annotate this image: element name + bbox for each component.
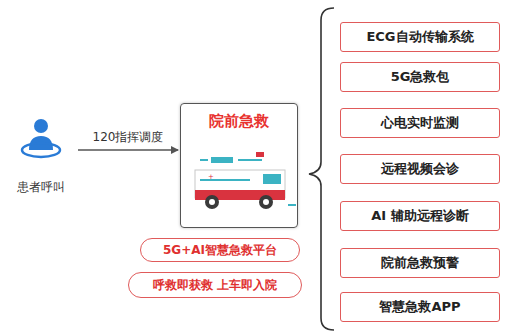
person-icon xyxy=(22,119,60,157)
node-text: ECG自动传输系统 xyxy=(366,28,473,46)
node-text: 5G+AI智慧急救平台 xyxy=(163,242,277,259)
pill-box: 呼救即获救 上车即入院 xyxy=(128,272,302,298)
feature-box: 5G急救包 xyxy=(340,62,500,92)
caller-node: 患者呼叫 xyxy=(6,108,76,200)
node-text: 呼救即获救 上车即入院 xyxy=(153,277,277,294)
feature-box: 智慧急救APP xyxy=(340,292,500,322)
curly-brace xyxy=(309,8,334,330)
feature-box: 远程视频会诊 xyxy=(340,154,500,184)
process-box: 院前急救 xyxy=(180,103,298,228)
svg-text:+: + xyxy=(208,173,214,181)
node-text: 院前急救 xyxy=(209,112,269,131)
pill-box: 5G+AI智慧急救平台 xyxy=(140,238,300,262)
node-text: 5G急救包 xyxy=(391,68,450,86)
edge-label: 120指挥调度 xyxy=(91,129,166,146)
connector-arrow xyxy=(78,149,178,151)
node-text: 患者呼叫 xyxy=(17,179,65,196)
node-text: 院前急救预警 xyxy=(381,254,459,272)
feature-box: AI 辅助远程诊断 xyxy=(340,201,500,231)
node-text: AI 辅助远程诊断 xyxy=(371,207,468,225)
ambulance-illustration: + xyxy=(195,152,296,209)
node-text: 远程视频会诊 xyxy=(381,160,459,178)
node-text: 智慧急救APP xyxy=(379,298,460,316)
node-text: 心电实时监测 xyxy=(381,114,459,132)
feature-box: 心电实时监测 xyxy=(340,108,500,138)
feature-box: 院前急救预警 xyxy=(340,248,500,278)
feature-box: ECG自动传输系统 xyxy=(340,22,500,52)
